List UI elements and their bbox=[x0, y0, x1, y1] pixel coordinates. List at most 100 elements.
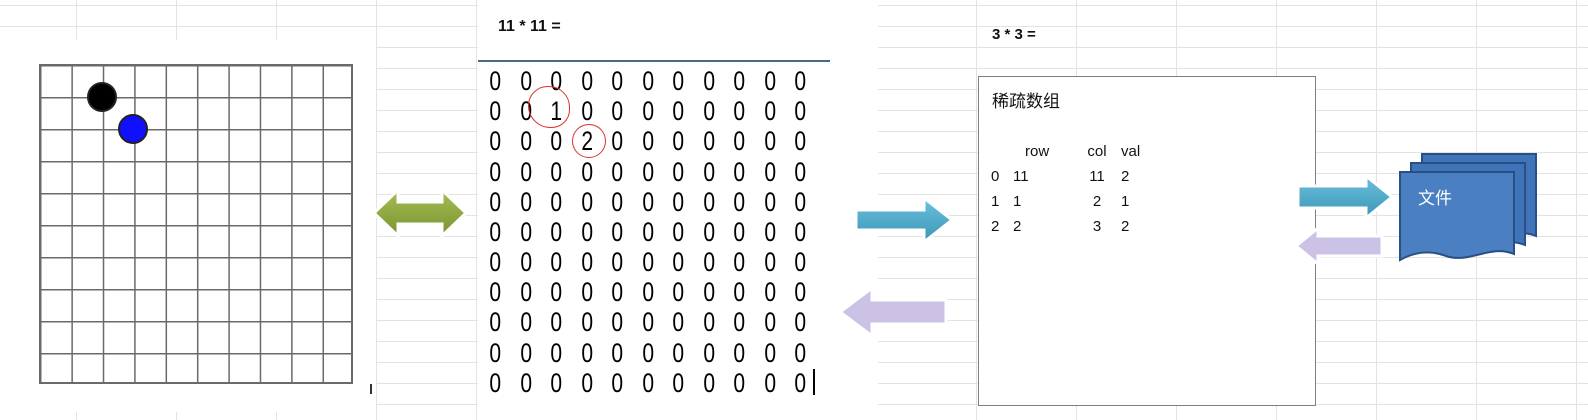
matrix-cell: 0 bbox=[611, 66, 624, 96]
matrix-cell: 0 bbox=[611, 277, 624, 308]
matrix-cell: 0 bbox=[794, 277, 807, 308]
matrix-cell: 0 bbox=[550, 66, 563, 96]
matrix-cell: 0 bbox=[672, 66, 685, 96]
table-row: 0 11 11 2 bbox=[991, 164, 1161, 189]
left-arrow-icon bbox=[837, 285, 948, 339]
matrix-cell: 0 bbox=[703, 337, 715, 368]
matrix-cell: 0 bbox=[581, 307, 593, 338]
blue-stone bbox=[118, 114, 148, 144]
matrix-cell: 0 bbox=[794, 337, 807, 368]
matrix-cell: 0 bbox=[642, 156, 654, 187]
sparse-array-box: 稀疏数组 row col val 0 11 11 2 1 1 2 1 2 2 3… bbox=[978, 76, 1316, 406]
matrix-cell: 0 bbox=[794, 367, 807, 398]
matrix-cell: 0 bbox=[733, 247, 746, 278]
row-index: 2 bbox=[991, 218, 1000, 235]
matrix-cell: 0 bbox=[703, 216, 715, 247]
matrix-cell: 0 bbox=[733, 337, 746, 368]
matrix-cell: 0 bbox=[733, 156, 746, 187]
matrix-cell: 0 bbox=[642, 277, 654, 308]
matrix-cell: 0 bbox=[489, 307, 502, 338]
matrix-cell: 0 bbox=[642, 126, 654, 157]
matrix-cell: 0 bbox=[764, 307, 777, 338]
matrix-cell: 0 bbox=[489, 186, 502, 217]
matrix-cell: 0 bbox=[672, 277, 685, 308]
matrix-cell: 0 bbox=[550, 156, 563, 187]
val-cell: 2 bbox=[1121, 218, 1130, 235]
matrix-underline bbox=[478, 60, 830, 62]
right-arrow-icon bbox=[854, 194, 955, 246]
matrix-cell: 0 bbox=[703, 277, 715, 308]
matrix-cell: 0 bbox=[519, 126, 532, 157]
matrix-cell: 0 bbox=[794, 96, 807, 127]
matrix-cell: 0 bbox=[794, 186, 807, 217]
matrix-cell: 0 bbox=[519, 66, 532, 96]
col-cell: 2 bbox=[1092, 193, 1102, 210]
matrix-cell: 0 bbox=[764, 186, 777, 217]
matrix-cell: 0 bbox=[764, 96, 777, 127]
matrix-cell: 0 bbox=[611, 96, 624, 127]
matrix-cell: 0 bbox=[672, 216, 685, 247]
matrix-cell: 0 bbox=[489, 126, 502, 157]
matrix-cell: 0 bbox=[581, 186, 593, 217]
matrix-cell: 0 bbox=[642, 216, 654, 247]
matrix-cell: 0 bbox=[519, 367, 532, 398]
matrix-cell: 0 bbox=[764, 277, 777, 308]
matrix-cell: 0 bbox=[550, 247, 563, 278]
matrix-cell: 0 bbox=[703, 66, 715, 96]
matrix-cell: 0 bbox=[703, 247, 715, 278]
row-index: 1 bbox=[991, 193, 1000, 210]
matrix-cell: 0 bbox=[794, 156, 807, 187]
matrix-cell: 0 bbox=[733, 96, 746, 127]
matrix-cell: 0 bbox=[642, 307, 654, 338]
matrix-cell: 0 bbox=[672, 156, 685, 187]
matrix-cell: 0 bbox=[611, 216, 624, 247]
matrix-cell: 0 bbox=[489, 156, 502, 187]
matrix-cell: 0 bbox=[794, 216, 807, 247]
text-cursor bbox=[813, 369, 815, 395]
column-header-col: col bbox=[1087, 143, 1107, 160]
matrix-cell: 0 bbox=[703, 186, 715, 217]
matrix-cell: 0 bbox=[642, 247, 654, 278]
matrix-cell: 0 bbox=[703, 156, 715, 187]
sparse-title: 3 * 3 = bbox=[992, 26, 1036, 43]
val-cell: 2 bbox=[1121, 168, 1130, 185]
matrix-cell: 0 bbox=[642, 337, 654, 368]
matrix-cell: 0 bbox=[672, 337, 685, 368]
matrix-cell: 0 bbox=[519, 96, 532, 127]
matrix-cell: 0 bbox=[519, 186, 532, 217]
matrix-cell: 0 bbox=[733, 186, 746, 217]
matrix-cell: 0 bbox=[703, 126, 715, 157]
matrix-cell: 0 bbox=[703, 96, 715, 127]
matrix-cell: 0 bbox=[519, 247, 532, 278]
matrix-cell: 0 bbox=[733, 216, 746, 247]
matrix-cell: 0 bbox=[672, 186, 685, 217]
matrix-cell: 0 bbox=[519, 337, 532, 368]
matrix-cell: 0 bbox=[764, 337, 777, 368]
matrix-cell: 0 bbox=[489, 277, 502, 308]
matrix-cell: 0 bbox=[489, 367, 502, 398]
go-board bbox=[39, 64, 353, 384]
matrix-cell: 0 bbox=[611, 186, 624, 217]
matrix-cell: 0 bbox=[611, 247, 624, 278]
divider-mark bbox=[370, 384, 372, 394]
matrix-cell: 0 bbox=[611, 337, 624, 368]
matrix-title: 11 * 11 = bbox=[498, 18, 561, 35]
matrix-cell: 0 bbox=[519, 156, 532, 187]
table-header-row: row col val bbox=[991, 139, 1161, 164]
matrix-cell: 0 bbox=[519, 216, 532, 247]
matrix-cell: 0 bbox=[794, 66, 807, 96]
matrix-cell: 0 bbox=[550, 126, 563, 157]
sparse-table: row col val 0 11 11 2 1 1 2 1 2 2 3 2 bbox=[991, 139, 1161, 239]
matrix-cell: 0 bbox=[550, 186, 563, 217]
matrix-cell: 0 bbox=[550, 367, 563, 398]
matrix-cell: 0 bbox=[489, 337, 502, 368]
matrix-cell: 0 bbox=[794, 126, 807, 157]
matrix-cell: 0 bbox=[733, 126, 746, 157]
matrix-cell: 0 bbox=[642, 96, 654, 127]
matrix-cell: 0 bbox=[794, 307, 807, 338]
matrix-cell: 0 bbox=[733, 66, 746, 96]
matrix-cell: 0 bbox=[489, 96, 502, 127]
col-cell: 3 bbox=[1092, 218, 1102, 235]
matrix-cell: 0 bbox=[550, 277, 563, 308]
